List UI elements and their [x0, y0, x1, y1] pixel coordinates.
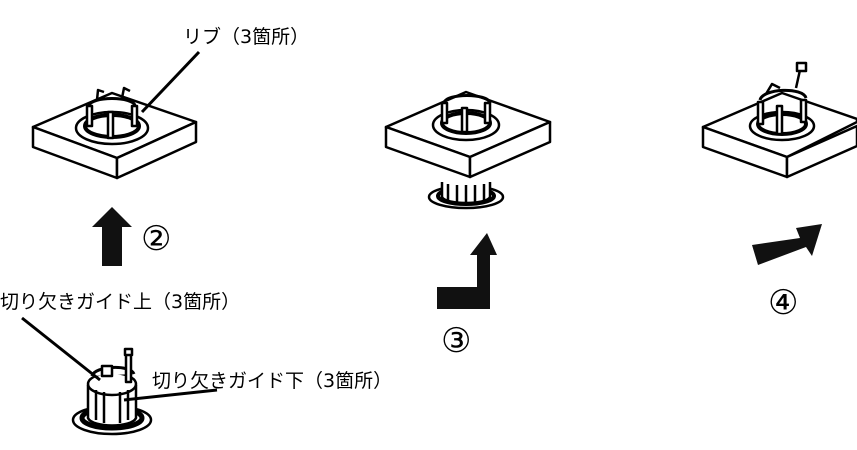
rotate-arrow-icon [752, 224, 822, 265]
step-4-marker: ④ [768, 283, 799, 323]
socket-3 [748, 61, 816, 142]
step-3-marker: ③ [441, 321, 472, 361]
notch-lower-leader-line [123, 388, 218, 402]
socket-2 [427, 94, 505, 210]
notch-lower-label: 切り欠きガイド下（3箇所） [152, 370, 393, 392]
step-2-marker: ② [141, 219, 172, 259]
rib-leader-line [140, 50, 201, 114]
socket-detail [71, 347, 153, 436]
notch-upper-label: 切り欠きガイド上（3箇所） [0, 291, 241, 313]
turn-arrow-icon [437, 233, 497, 309]
notch-upper-leader-line [21, 316, 101, 382]
rib-label: リブ（3箇所） [183, 26, 310, 48]
up-arrow-icon [92, 207, 132, 266]
socket-1 [74, 86, 150, 146]
